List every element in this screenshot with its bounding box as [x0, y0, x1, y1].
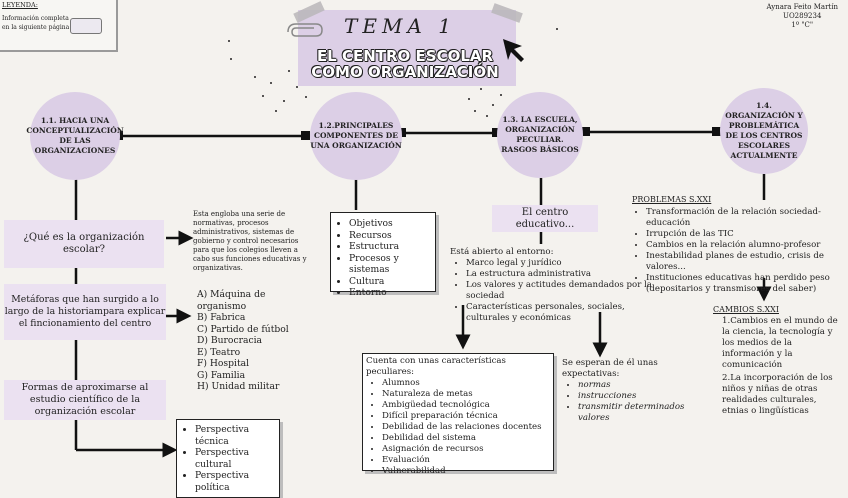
component-item: Recursos: [349, 230, 433, 242]
problem-item: Instituciones educativas han perdido pes…: [646, 273, 844, 295]
author-course: 1º "C": [791, 21, 814, 29]
perspective-item: Perspectiva cultural: [195, 447, 277, 470]
change-item: 1.Cambios en el mundo de la ciencia, la …: [722, 316, 838, 370]
component-item: Entorno: [349, 287, 433, 299]
open-item: La estructura administrativa: [466, 269, 670, 280]
component-item: Estructura: [349, 241, 433, 253]
metaphor-item: F) Hospital: [197, 358, 250, 369]
peculiar-item: Debilidad del sistema: [382, 433, 550, 444]
node-4-circle: 1.4. ORGANIZACIÓN Y PROBLEMÁTICA DE LOS …: [720, 88, 808, 174]
peculiar-item: Ambigüedad tecnológica: [382, 400, 550, 411]
node-3-circle: 1.3. LA ESCUELA, ORGANIZACIÓN PECULIAR. …: [497, 92, 583, 178]
paperclip-icon: [287, 23, 323, 37]
author-id: UO289234: [783, 12, 822, 20]
peculiar-item: Difícil preparación técnica: [382, 411, 550, 422]
legend-sample-box: [70, 18, 102, 34]
connector-lines: [74, 127, 772, 458]
question-what-is-organization: ¿Qué es la organización escolar?: [4, 220, 164, 268]
expectation-item: instrucciones: [578, 391, 712, 402]
change-item: 2.La incorporación de los niños y niñas …: [722, 373, 833, 416]
expectations-intro: Se esperan de él unas expectativas:: [562, 358, 658, 379]
peculiar-item: Asignación de recursos: [382, 444, 550, 455]
peculiar-item: Vulnerabilidad: [382, 466, 550, 477]
legend-box: LEYENDA: Información completa en la sigu…: [0, 0, 118, 52]
metaphor-item: D) Burocracia: [197, 335, 263, 346]
centro-educativo-label: El centro educativo...: [492, 205, 598, 232]
question-metaphors: Metáforas que han surgido a lo largo de …: [4, 284, 166, 340]
open-environment-intro: Está abierto al entorno:: [450, 247, 554, 257]
perspectives-box: Perspectiva técnica Perspectiva cultural…: [176, 419, 280, 498]
node-1-circle: 1.1. HACIA UNA CONCEPTUALIZACIÓN DE LAS …: [26, 92, 124, 180]
problems-list: Transformación de la relación sociedad-e…: [630, 207, 844, 295]
metaphor-item: G) Familia: [197, 369, 246, 381]
component-item: Cultura: [349, 276, 433, 288]
peculiar-item: Naturaleza de metas: [382, 389, 550, 400]
title-box: [293, 1, 523, 86]
metaphor-item: B) Fabrica: [197, 312, 246, 323]
peculiar-item: Alumnos: [382, 378, 550, 389]
problem-item: Irrupción de las TIC: [646, 229, 844, 240]
perspective-item: Perspectiva política: [195, 470, 277, 493]
changes-title: CAMBIOS S.XXI: [713, 305, 779, 314]
page-title: EL CENTRO ESCOLAR COMO ORGANIZACIÓN: [311, 47, 499, 81]
metaphor-list: A) Máquina de organismo B) Fabrica C) Pa…: [197, 289, 317, 393]
open-item: Características personales, sociales, cu…: [466, 302, 670, 324]
problem-item: Cambios en la relación alumno-profesor: [646, 240, 844, 251]
node-2-circle: 1.2.PRINCIPALES COMPONENTES DE UNA ORGAN…: [310, 92, 402, 180]
legend-text: Información completa en la siguiente pág…: [2, 15, 70, 31]
component-item: Objetivos: [349, 218, 433, 230]
components-box: Objetivos Recursos Estructura Procesos y…: [330, 212, 436, 298]
expectation-item: transmitir determinados valores: [578, 402, 712, 424]
legend-title: LEYENDA:: [2, 1, 38, 9]
open-environment-block: Está abierto al entorno: Marco legal y j…: [450, 247, 670, 324]
changes-list: 1.Cambios en el mundo de la ciencia, la …: [722, 316, 844, 417]
metaphor-item: H) Unidad militar: [197, 381, 280, 392]
metaphor-item: C) Partido de fútbol: [197, 323, 289, 335]
organization-definition: Esta engloba una serie de normativas, pr…: [193, 210, 307, 272]
expectations-block: Se esperan de él unas expectativas: norm…: [562, 358, 712, 424]
author-info: Aynara Feito Martín UO289234 1º "C": [766, 3, 838, 30]
open-item: Marco legal y jurídico: [466, 258, 670, 269]
peculiar-characteristics-box: Cuenta con unas características peculiar…: [362, 353, 554, 476]
perspective-item: Perspectiva técnica: [195, 424, 277, 447]
expectation-item: normas: [578, 380, 712, 391]
open-item: Los valores y actitudes demandados por l…: [466, 280, 670, 302]
tema-label: TEMA 1: [344, 14, 456, 38]
question-scientific-approach: Formas de aproximarse al estudio científ…: [4, 380, 166, 420]
metaphor-item: A) Máquina de organismo: [197, 289, 266, 312]
peculiar-intro: Cuenta con unas características peculiar…: [366, 356, 506, 377]
author-name: Aynara Feito Martín: [766, 3, 838, 11]
problem-item: Inestabilidad planes de estudio, crisis …: [646, 251, 844, 273]
metaphor-item: E) Teatro: [197, 346, 241, 358]
cursor-arrow-icon: [503, 39, 524, 62]
problems-title: PROBLEMAS S.XXI: [632, 195, 712, 204]
problem-item: Transformación de la relación sociedad-e…: [646, 207, 844, 229]
peculiar-item: Evaluación: [382, 455, 550, 466]
peculiar-item: Debilidad de las relaciones docentes: [382, 422, 550, 433]
component-item: Procesos y sistemas: [349, 253, 433, 276]
